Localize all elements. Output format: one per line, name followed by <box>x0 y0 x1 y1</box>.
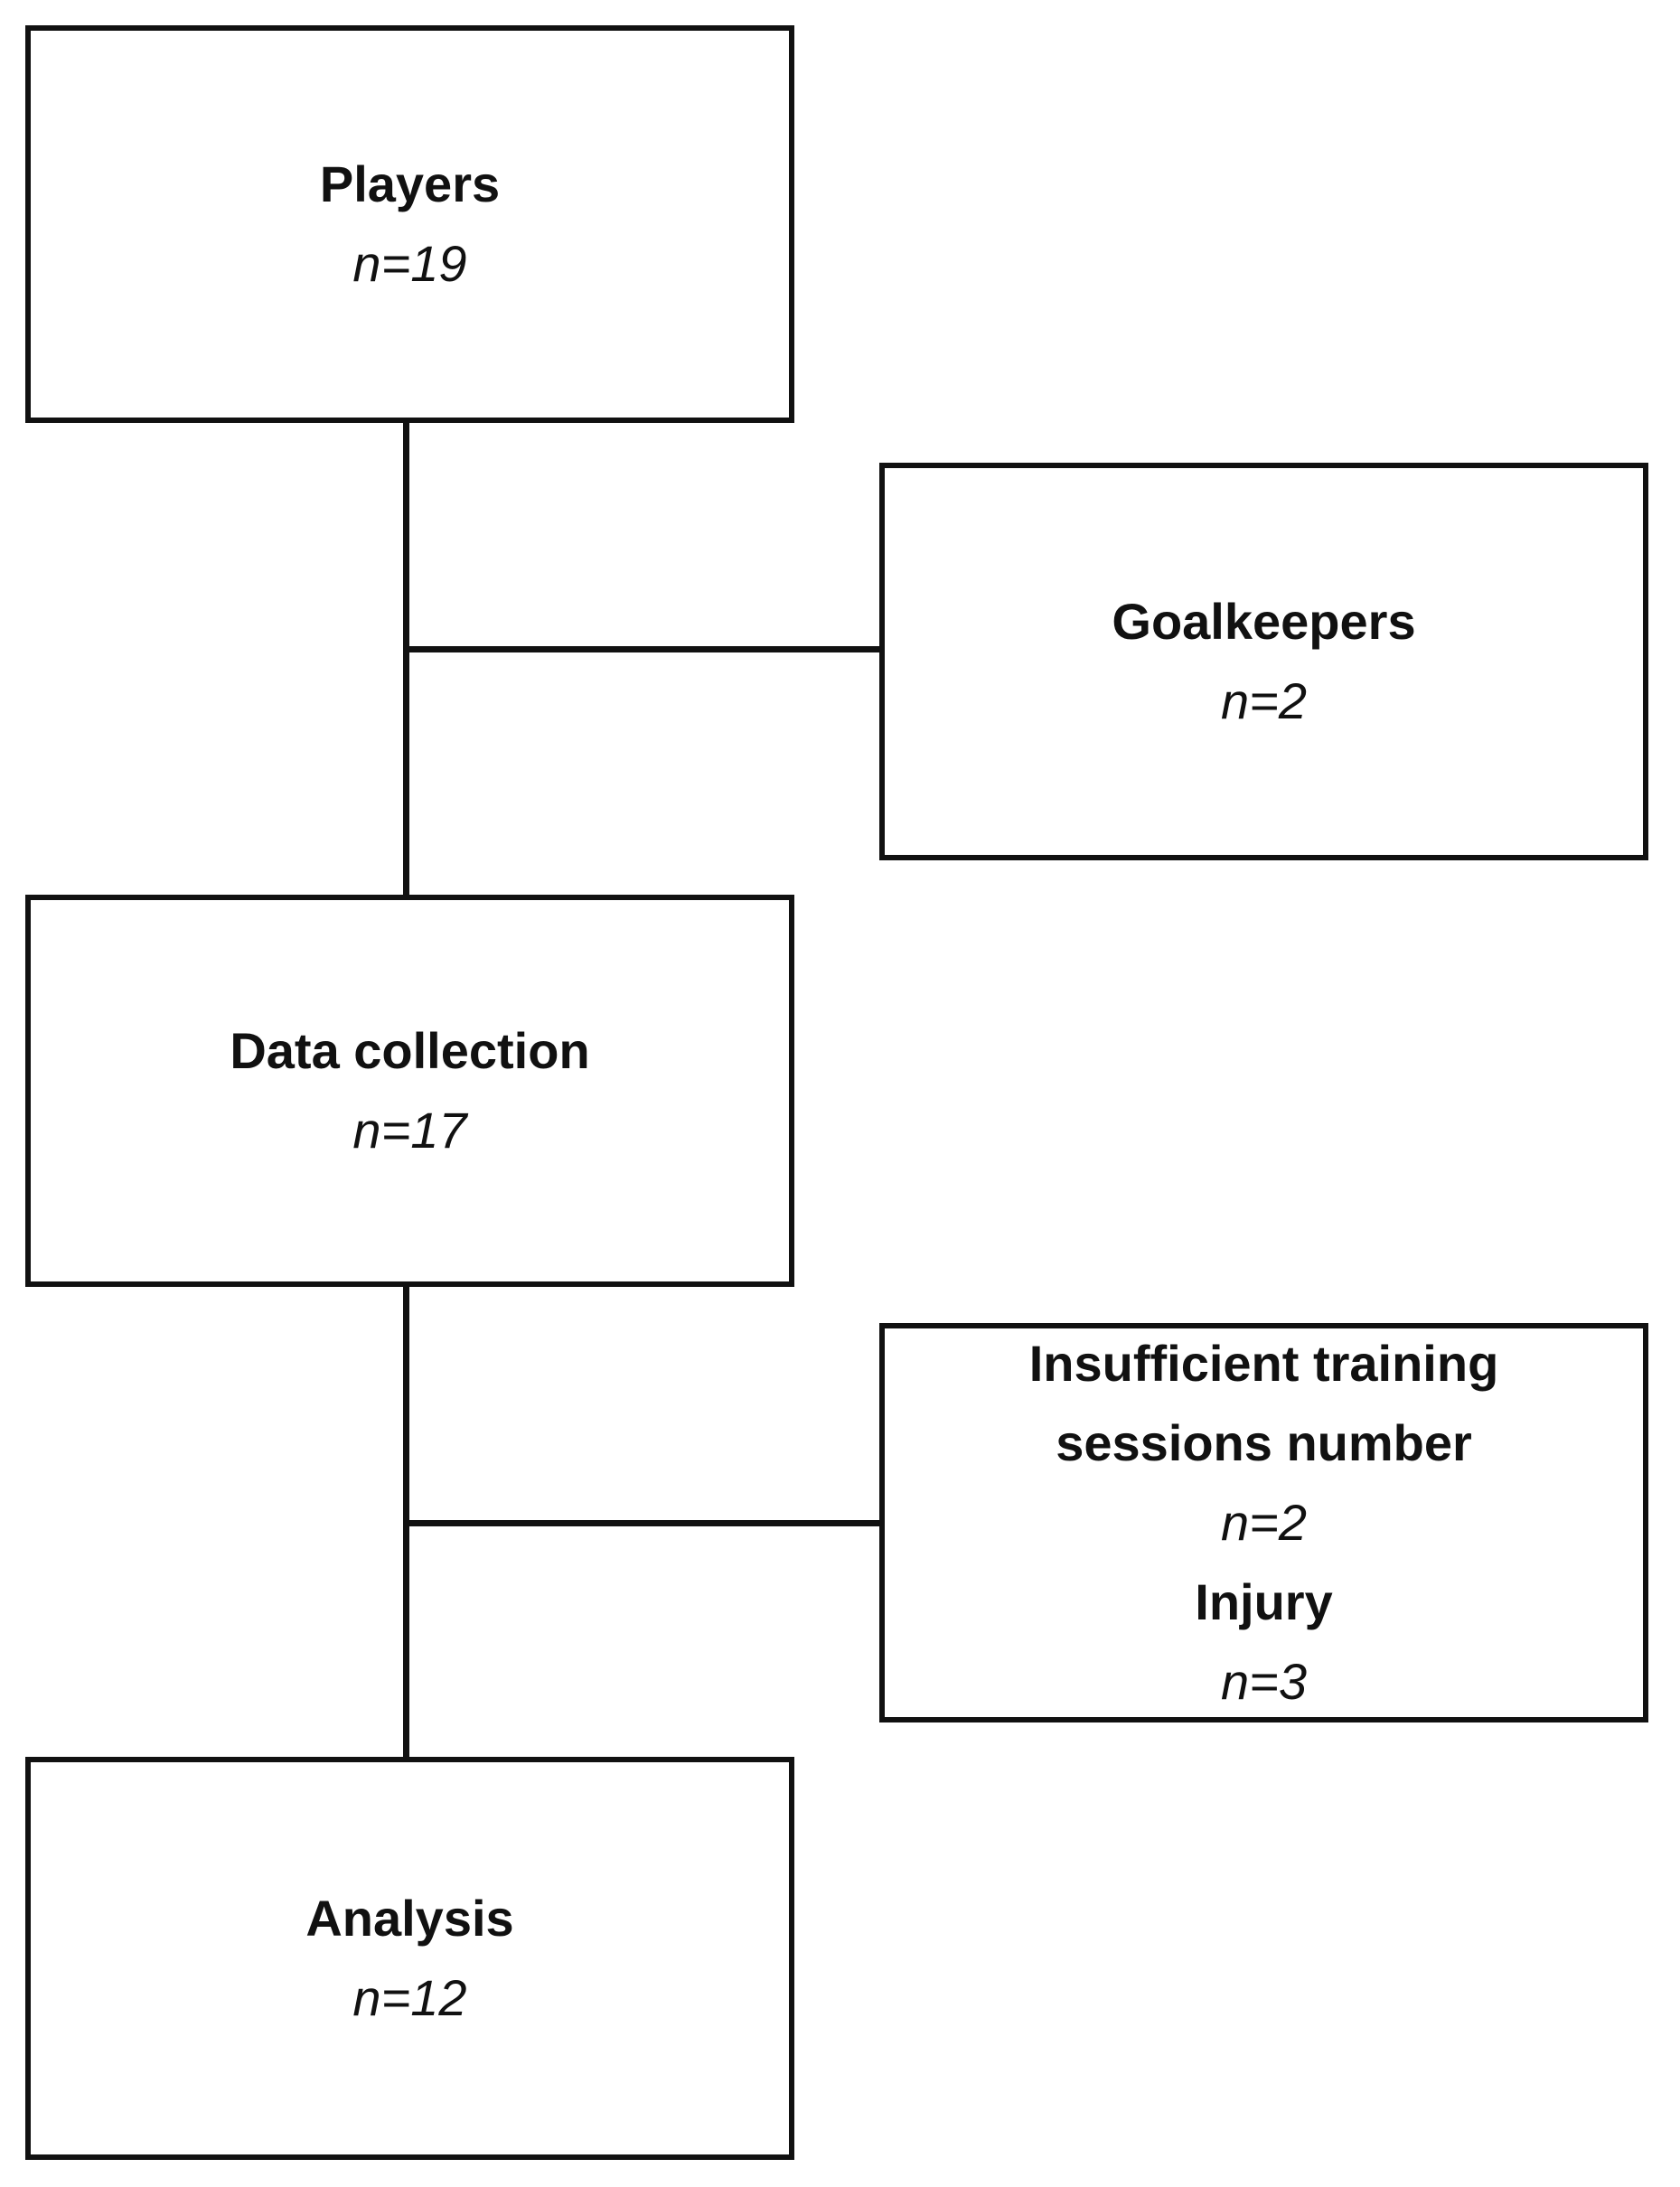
injury-label: Injury <box>1195 1573 1333 1630</box>
connector-branch-goalkeepers <box>406 646 881 652</box>
exclusions-box: Insufficient training sessions number n=… <box>879 1323 1648 1722</box>
connector-players-to-data-collection <box>403 421 409 896</box>
players-count: n=19 <box>352 235 467 292</box>
players-label: Players <box>319 155 501 212</box>
data-collection-count: n=17 <box>352 1102 467 1159</box>
connector-branch-exclusions <box>406 1520 881 1526</box>
analysis-label: Analysis <box>305 1890 514 1947</box>
analysis-count: n=12 <box>352 1969 467 2026</box>
injury-count: n=3 <box>1221 1653 1307 1710</box>
insufficient-training-count: n=2 <box>1221 1494 1307 1551</box>
data-collection-label: Data collection <box>230 1022 590 1079</box>
data-collection-box: Data collection n=17 <box>25 895 794 1287</box>
players-box: Players n=19 <box>25 25 794 423</box>
insufficient-training-label-line1: Insufficient training <box>1028 1335 1499 1392</box>
goalkeepers-count: n=2 <box>1221 672 1307 729</box>
goalkeepers-label: Goalkeepers <box>1112 593 1416 650</box>
insufficient-training-label-line2: sessions number <box>1056 1414 1472 1471</box>
goalkeepers-box: Goalkeepers n=2 <box>879 463 1648 860</box>
analysis-box: Analysis n=12 <box>25 1757 794 2160</box>
